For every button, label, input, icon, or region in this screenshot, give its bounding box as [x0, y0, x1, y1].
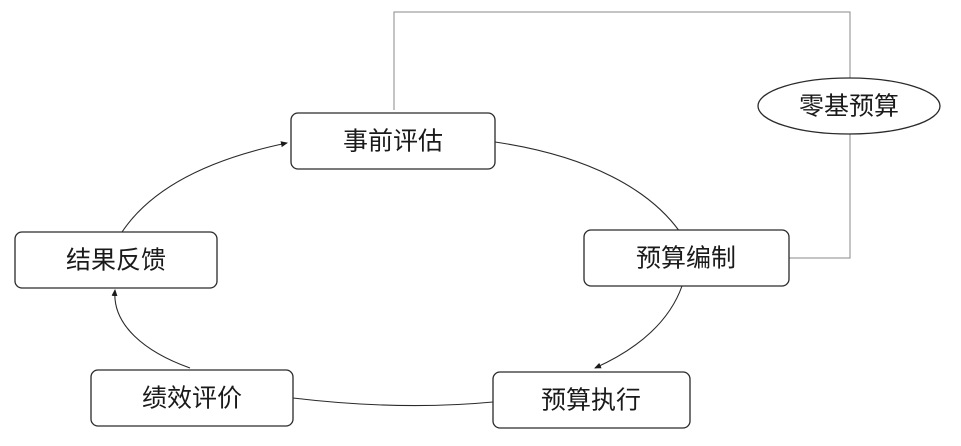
arrow-assessment-to-budget-prep: [494, 141, 681, 233]
node-zero-base: 零基预算: [757, 77, 941, 135]
arrow-feedback-to-assessment: [121, 141, 288, 233]
node-feedback: 结果反馈: [14, 231, 218, 289]
node-feedback-label: 结果反馈: [66, 246, 166, 275]
node-zero-base-label: 零基预算: [799, 92, 899, 121]
arrow-budget-prep-to-execution: [594, 285, 683, 369]
node-performance: 绩效评价: [90, 369, 294, 427]
node-execution-label: 预算执行: [541, 386, 641, 415]
node-assessment-label: 事前评估: [343, 127, 443, 156]
arrow-performance-to-feedback: [111, 289, 191, 369]
arrow-execution-to-performance: [292, 397, 494, 407]
node-execution: 预算执行: [492, 371, 691, 429]
node-assessment: 事前评估: [290, 112, 496, 170]
node-budget-prep: 预算编制: [583, 229, 790, 287]
zero-base-feedback-line: [393, 11, 851, 259]
node-budget-prep-label: 预算编制: [636, 244, 736, 273]
node-performance-label: 绩效评价: [142, 384, 242, 413]
